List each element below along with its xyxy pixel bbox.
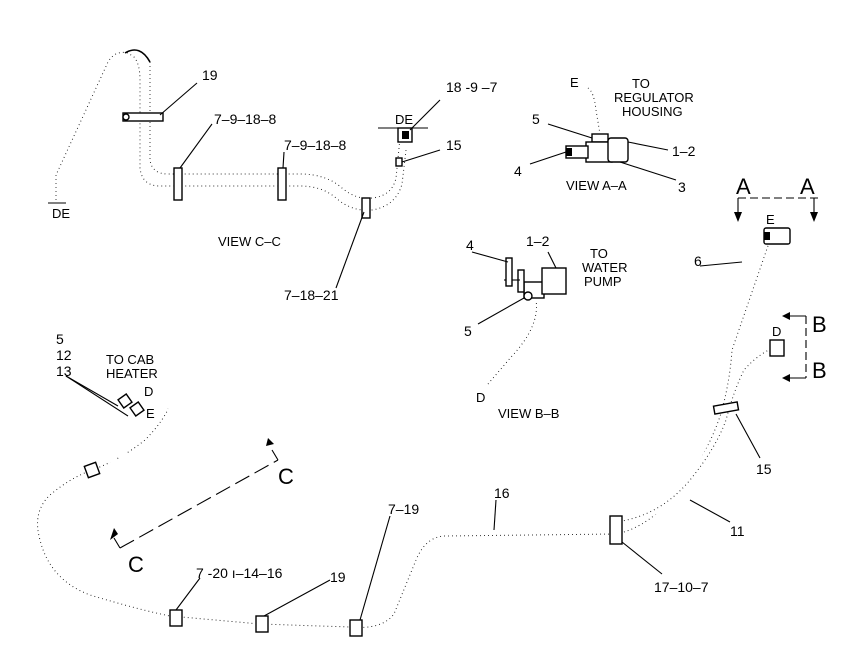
- main-callout-15: 15: [756, 461, 772, 477]
- callout-15-cc: 15: [446, 137, 462, 153]
- main-callout-17-10-7: 17–10–7: [654, 579, 709, 595]
- section-c-lower: C: [128, 552, 144, 577]
- aa-to-line3: HOUSING: [622, 104, 683, 119]
- section-b-bottom: B: [812, 358, 827, 383]
- view-cc: DE 19 7–9–18–8 7–9–18–8 7–18–21 DE 18 -9…: [48, 48, 498, 303]
- aa-e-label: E: [570, 75, 579, 90]
- main-e-top: E: [766, 212, 775, 227]
- callout-18-9-7: 18 -9 –7: [446, 79, 498, 95]
- clamp-7-9-18-8-a: [173, 167, 183, 201]
- main-d-right: D: [772, 324, 781, 339]
- view-bb: 4 1–2 5 D TO WATER PUMP VIEW B–B: [464, 233, 628, 421]
- bb-to-line1: TO: [590, 246, 608, 261]
- clamp-7-9-18-8-b: [277, 167, 287, 201]
- clamp-7-19: [349, 619, 363, 637]
- cab-line1: TO CAB: [106, 352, 154, 367]
- main-callout-7-20: 7 -20 ı–14–16: [196, 565, 283, 581]
- main-callout-16: 16: [494, 485, 510, 501]
- main-e-cab: E: [146, 406, 155, 421]
- aa-callout-1-2: 1–2: [672, 143, 696, 159]
- main-hose-cab: [87, 395, 177, 475]
- view-aa: E 5 4 1–2 3 TO REGULATOR HOUSING VIEW A–…: [514, 75, 696, 195]
- heater-lines: [102, 394, 188, 490]
- view-aa-title: VIEW A–A: [566, 178, 627, 193]
- view-bb-title: VIEW B–B: [498, 406, 559, 421]
- bb-d-label: D: [476, 390, 485, 405]
- section-c-upper: C: [278, 464, 294, 489]
- clamp-7-18-21: [361, 197, 371, 219]
- bb-callout-5: 5: [464, 323, 472, 339]
- callout-19: 19: [202, 67, 218, 83]
- callout-7-18-21: 7–18–21: [284, 287, 339, 303]
- aa-to-line1: TO: [632, 76, 650, 91]
- bb-to-line2: WATER: [582, 260, 628, 275]
- callout-7-9-18-8-a: 7–9–18–8: [214, 111, 277, 127]
- aa-elbow-body: [607, 137, 629, 163]
- aa-callout-3: 3: [678, 179, 686, 195]
- view-cc-title: VIEW C–C: [218, 234, 281, 249]
- main-callout-7-19: 7–19: [388, 501, 419, 517]
- main-callout-6: 6: [694, 253, 702, 269]
- bb-callout-4: 4: [466, 237, 474, 253]
- bb-callout-1-2: 1–2: [526, 233, 550, 249]
- bb-to-line3: PUMP: [584, 274, 622, 289]
- section-a-right: A: [800, 174, 815, 199]
- main-hose-11: [611, 341, 783, 527]
- section-a-left: A: [736, 174, 751, 199]
- main-callout-11: 11: [730, 523, 745, 539]
- callout-7-9-18-8-b: 7–9–18–8: [284, 137, 347, 153]
- view-cc-hose-outer: [52, 48, 410, 215]
- clamp-15-main: [712, 401, 740, 415]
- fitting-d-right: [769, 339, 785, 357]
- main-callout-12: 12: [56, 347, 72, 363]
- section-markers: A A B B C C: [110, 174, 827, 577]
- bb-fitting: [541, 267, 567, 295]
- de-left-label: DE: [52, 206, 70, 221]
- cab-line2: HEATER: [106, 366, 158, 381]
- view-bb-hose: [483, 295, 542, 389]
- main-view: D E 5 12 13 TO CAB HEATER 7 -20 ı–14–16 …: [32, 212, 791, 637]
- aa-callout-5: 5: [532, 111, 540, 127]
- clamp-19-main: [255, 615, 269, 633]
- aa-callout-4: 4: [514, 163, 522, 179]
- main-callout-5: 5: [56, 331, 64, 347]
- view-cc-hose-inner: [146, 58, 404, 203]
- aa-to-line2: REGULATOR: [614, 90, 694, 105]
- main-hose-16: [32, 235, 775, 633]
- section-b-top: B: [812, 312, 827, 337]
- view-aa-hose: [583, 83, 605, 139]
- clamp-7-20: [169, 609, 183, 627]
- main-callout-13: 13: [56, 363, 72, 379]
- main-callout-19: 19: [330, 569, 346, 585]
- clamp-17-10-7: [609, 515, 623, 545]
- main-d-cab: D: [144, 384, 153, 399]
- de-right-label: DE: [395, 112, 413, 127]
